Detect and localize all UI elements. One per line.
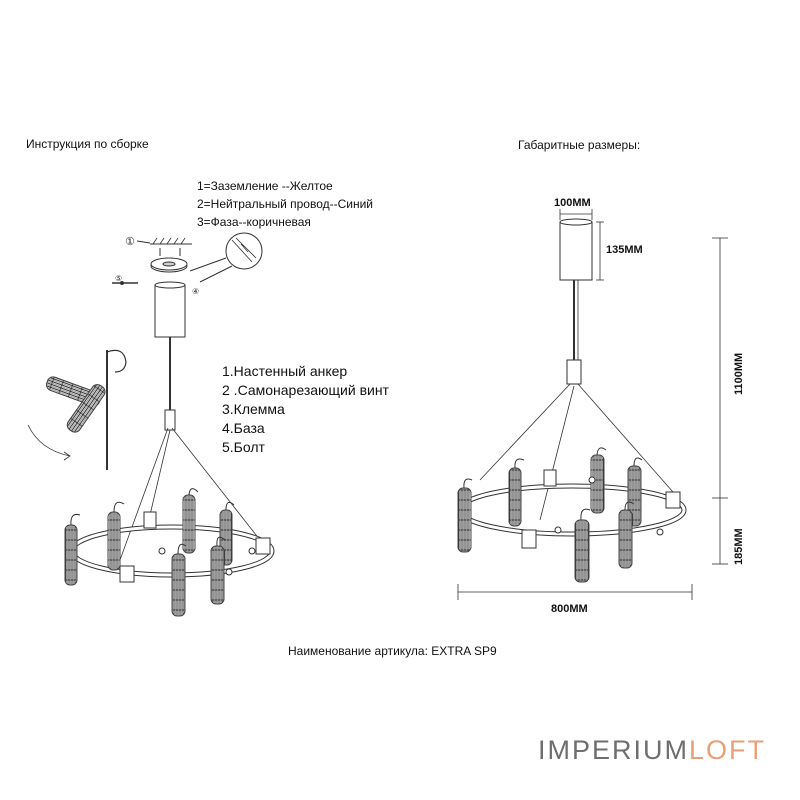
canopy-width-label: 100MM [554, 197, 591, 209]
callout-1: ① [125, 235, 135, 248]
callout-5: ⑤ [115, 274, 122, 283]
dimensions-title: Габаритные размеры: [518, 138, 641, 152]
assembly-exploded-view: ① ⑤ ④ [27, 232, 275, 617]
parts-list-item: 3.Клемма [222, 401, 285, 417]
brand-logo-part2: LOFT [689, 735, 767, 765]
parts-list-item: 1.Настенный анкер [222, 363, 348, 379]
parts-list-item: 2 .Самонарезающий винт [222, 382, 389, 398]
wire-legend-item: 3=Фаза--коричневая [197, 215, 311, 229]
dimensions-view [457, 209, 728, 600]
wire-legend-item: 1=Заземление --Желтое [197, 179, 333, 193]
brand-logo: IMPERIUMLOFT [538, 735, 766, 766]
parts-list-item: 4.База [222, 420, 265, 436]
callout-4: ④ [192, 287, 199, 296]
parts-list-item: 5.Болт [222, 439, 265, 455]
diameter-label: 800MM [551, 603, 588, 615]
brand-logo-part1: IMPERIUM [538, 735, 689, 765]
wire-legend-item: 2=Нейтральный провод--Синий [197, 197, 374, 211]
canopy-height-label: 135MM [606, 244, 643, 256]
parts-list: 1.Настенный анкер 2 .Самонарезающий винт… [222, 362, 389, 457]
assembly-title: Инструкция по сборке [26, 137, 149, 151]
wire-legend: 1=Заземление --Желтое 2=Нейтральный пров… [197, 177, 373, 231]
article-name: Наименование артикула: EXTRA SP9 [288, 644, 497, 658]
